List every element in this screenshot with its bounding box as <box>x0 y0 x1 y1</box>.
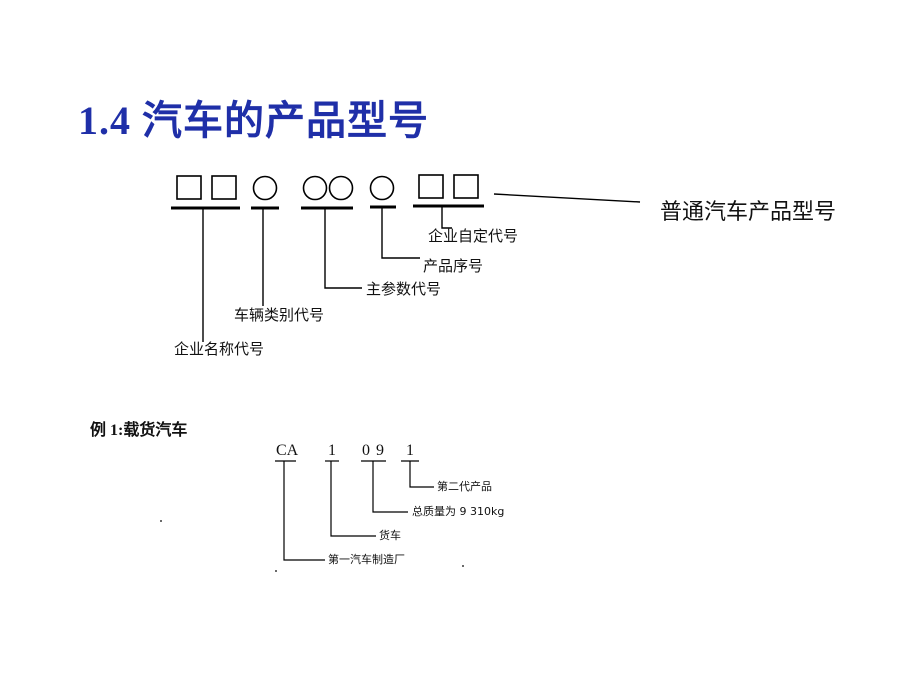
enterprise-name-code-label: 企业名称代号 <box>174 340 265 358</box>
circle-symbol <box>252 175 278 201</box>
example-manufacturer-label: 第一汽车制造厂 <box>328 553 405 566</box>
product-sequence-label: 产品序号 <box>423 257 484 275</box>
circle-symbol <box>302 175 328 201</box>
main-parameter-code-label: 主参数代号 <box>366 280 442 298</box>
page-title: 1.4 汽车的产品型号 <box>78 98 429 143</box>
circle-symbol <box>369 175 395 201</box>
product-model-label: 普通汽车产品型号 <box>660 200 837 225</box>
square-symbol <box>176 175 202 200</box>
example-title: 例 1:载货汽车 <box>90 422 188 439</box>
vehicle-category-code-label: 车辆类别代号 <box>234 306 325 324</box>
example-code-param-1: 0 <box>362 442 370 459</box>
square-symbol <box>211 175 237 200</box>
example-generation-label: 第二代产品 <box>437 480 492 493</box>
circle-symbol <box>328 175 354 201</box>
example-total-mass-label: 总质量为 9 310kg <box>412 505 505 518</box>
example-code-vehicle: 1 <box>328 442 336 459</box>
example-code-generation: 1 <box>406 442 414 459</box>
example-truck-label: 货车 <box>379 529 401 542</box>
square-symbol <box>453 174 479 199</box>
square-symbol <box>418 174 444 199</box>
example-code-ca: CA <box>276 442 299 459</box>
example-code-param-2: 9 <box>376 442 384 459</box>
enterprise-custom-code-label: 企业自定代号 <box>428 227 519 245</box>
